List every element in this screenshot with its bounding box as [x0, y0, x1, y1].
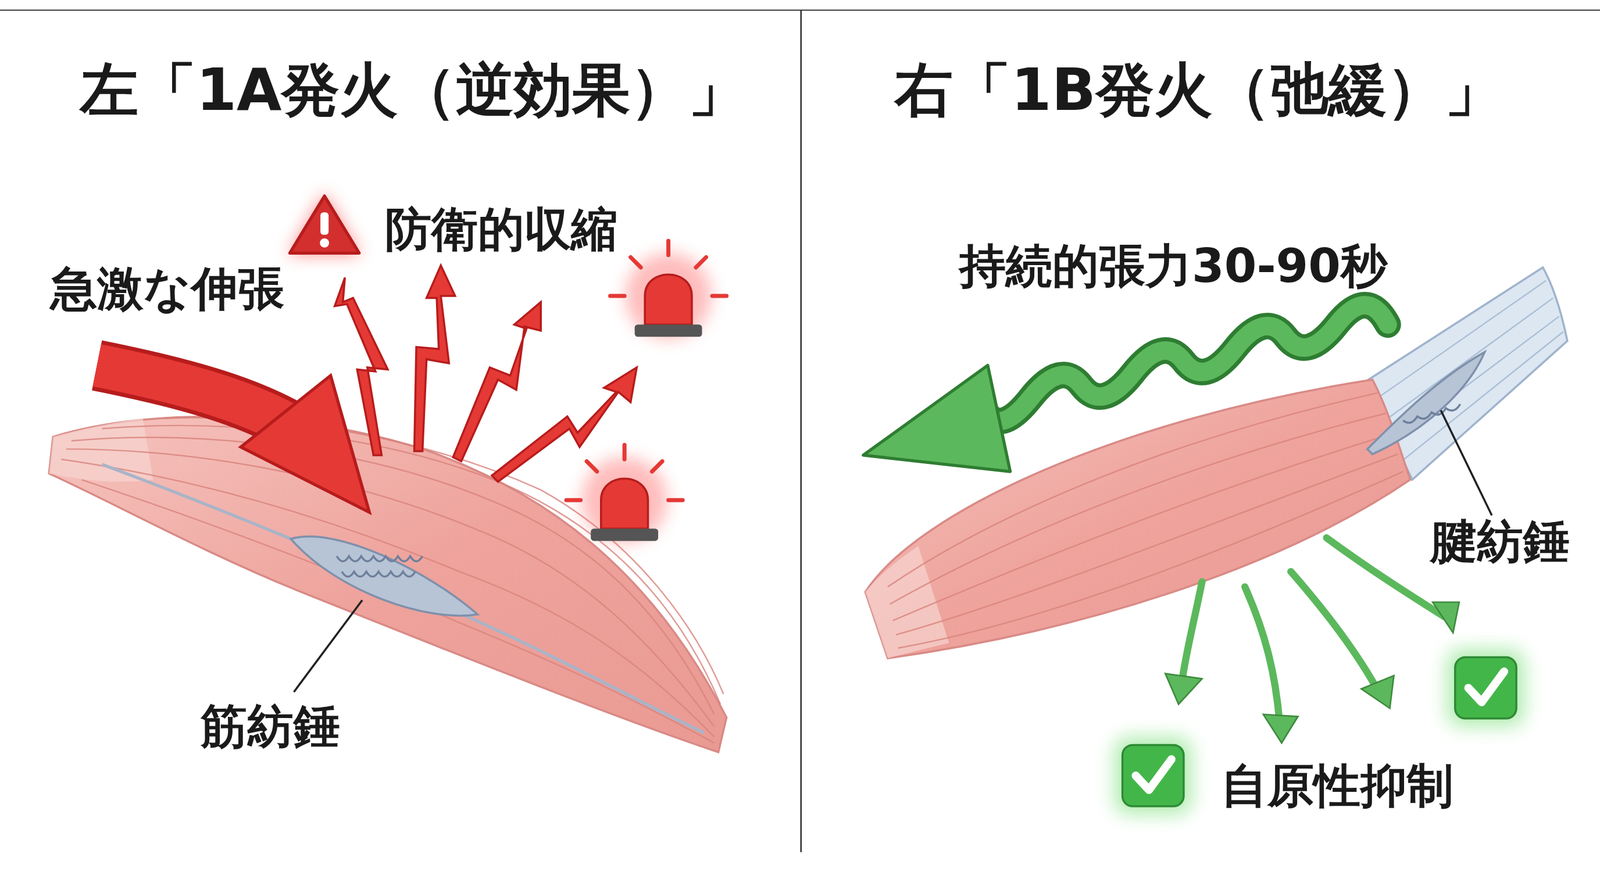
part-name: 腱紡錘 — [1430, 515, 1570, 569]
effect-label: 自原性抑制 — [1220, 759, 1454, 813]
muscle-left — [48, 416, 727, 753]
top-rule — [0, 9, 1600, 12]
leader-line — [1440, 410, 1492, 516]
part-name: 筋紡錘 — [200, 700, 341, 754]
divider — [800, 10, 802, 853]
input-label: 急激な伸張 — [50, 262, 285, 316]
stretch-arrow — [97, 365, 370, 513]
siren-icon — [610, 240, 727, 339]
input-label: 持続的張力30-90秒 — [959, 239, 1388, 294]
inhibition-arrowheads — [1165, 602, 1459, 744]
check-icon — [1447, 648, 1525, 727]
effect-label: 防衛的収縮 — [384, 202, 618, 257]
siren-icon — [566, 444, 683, 544]
panel-heading: 右「1B発火（弛緩）」 — [894, 56, 1503, 124]
alarm-bolts — [334, 265, 638, 482]
inhibition-arrows — [1181, 537, 1444, 723]
warning-icon — [287, 191, 362, 256]
panel-heading: 左「1A発火（逆効果）」 — [80, 56, 748, 124]
tension-arrow — [863, 305, 1388, 472]
check-icon — [1114, 736, 1192, 814]
leader-line — [293, 600, 363, 692]
